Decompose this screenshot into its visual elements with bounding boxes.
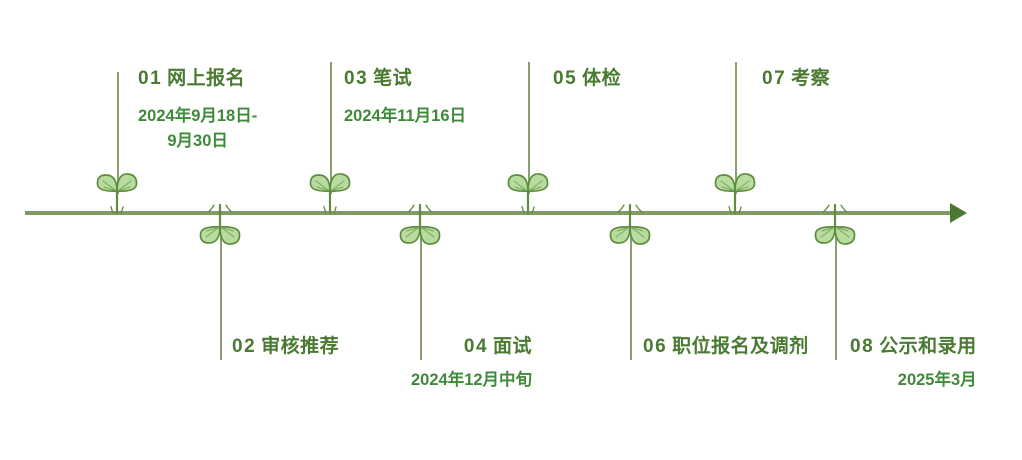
connector-line-06 <box>630 230 632 360</box>
step-title-08: 公示和录用 <box>879 336 977 357</box>
sprout-icon-03 <box>304 165 356 217</box>
step-date-line1-04: 2024年12月中旬 <box>411 370 533 389</box>
connector-line-02 <box>220 230 222 360</box>
step-number-07: 07 <box>762 68 787 89</box>
sprout-icon-05 <box>502 165 554 217</box>
sprout-icon-04 <box>394 201 446 253</box>
sprout-icon-02 <box>194 201 246 253</box>
step-number-04: 04 <box>463 336 489 357</box>
step-date-line1-01: 2024年9月18日- <box>138 106 258 125</box>
connector-line-03 <box>330 62 332 194</box>
step-title-04: 面试 <box>493 336 533 357</box>
step-date-01: 2024年9月18日- 9月30日 <box>138 104 257 154</box>
step-title-07: 考察 <box>791 68 831 89</box>
step-title-01: 网上报名 <box>167 68 246 89</box>
step-date-04: 2024年12月中旬 <box>411 368 532 393</box>
connector-line-07 <box>735 62 737 194</box>
sprout-icon-01 <box>91 165 143 217</box>
step-number-01: 01 <box>138 68 163 89</box>
connector-line-08 <box>835 230 837 360</box>
right-arrow-icon <box>950 203 967 223</box>
step-number-08: 08 <box>850 336 875 357</box>
step-title-05: 体检 <box>582 68 622 89</box>
step-title-06: 职位报名及调剂 <box>672 336 809 357</box>
step-date-line2-01: 9月30日 <box>167 131 228 150</box>
step-title-02: 审核推荐 <box>261 336 340 357</box>
timeline-axis-line <box>25 211 955 215</box>
step-date-08: 2025年3月 <box>850 368 977 393</box>
step-date-03: 2024年11月16日 <box>344 104 466 129</box>
connector-line-04 <box>420 230 422 360</box>
step-number-02: 02 <box>232 336 257 357</box>
connector-line-01 <box>117 72 119 194</box>
sprout-icon-08 <box>809 201 861 253</box>
connector-line-05 <box>528 62 530 194</box>
step-date-line1-03: 2024年11月16日 <box>344 106 467 125</box>
step-number-06: 06 <box>643 336 668 357</box>
step-number-05: 05 <box>553 68 578 89</box>
step-title-03: 笔试 <box>373 68 413 89</box>
sprout-icon-07 <box>709 165 761 217</box>
step-number-03: 03 <box>344 68 369 89</box>
step-date-line1-08: 2025年3月 <box>897 370 977 389</box>
sprout-icon-06 <box>604 201 656 253</box>
